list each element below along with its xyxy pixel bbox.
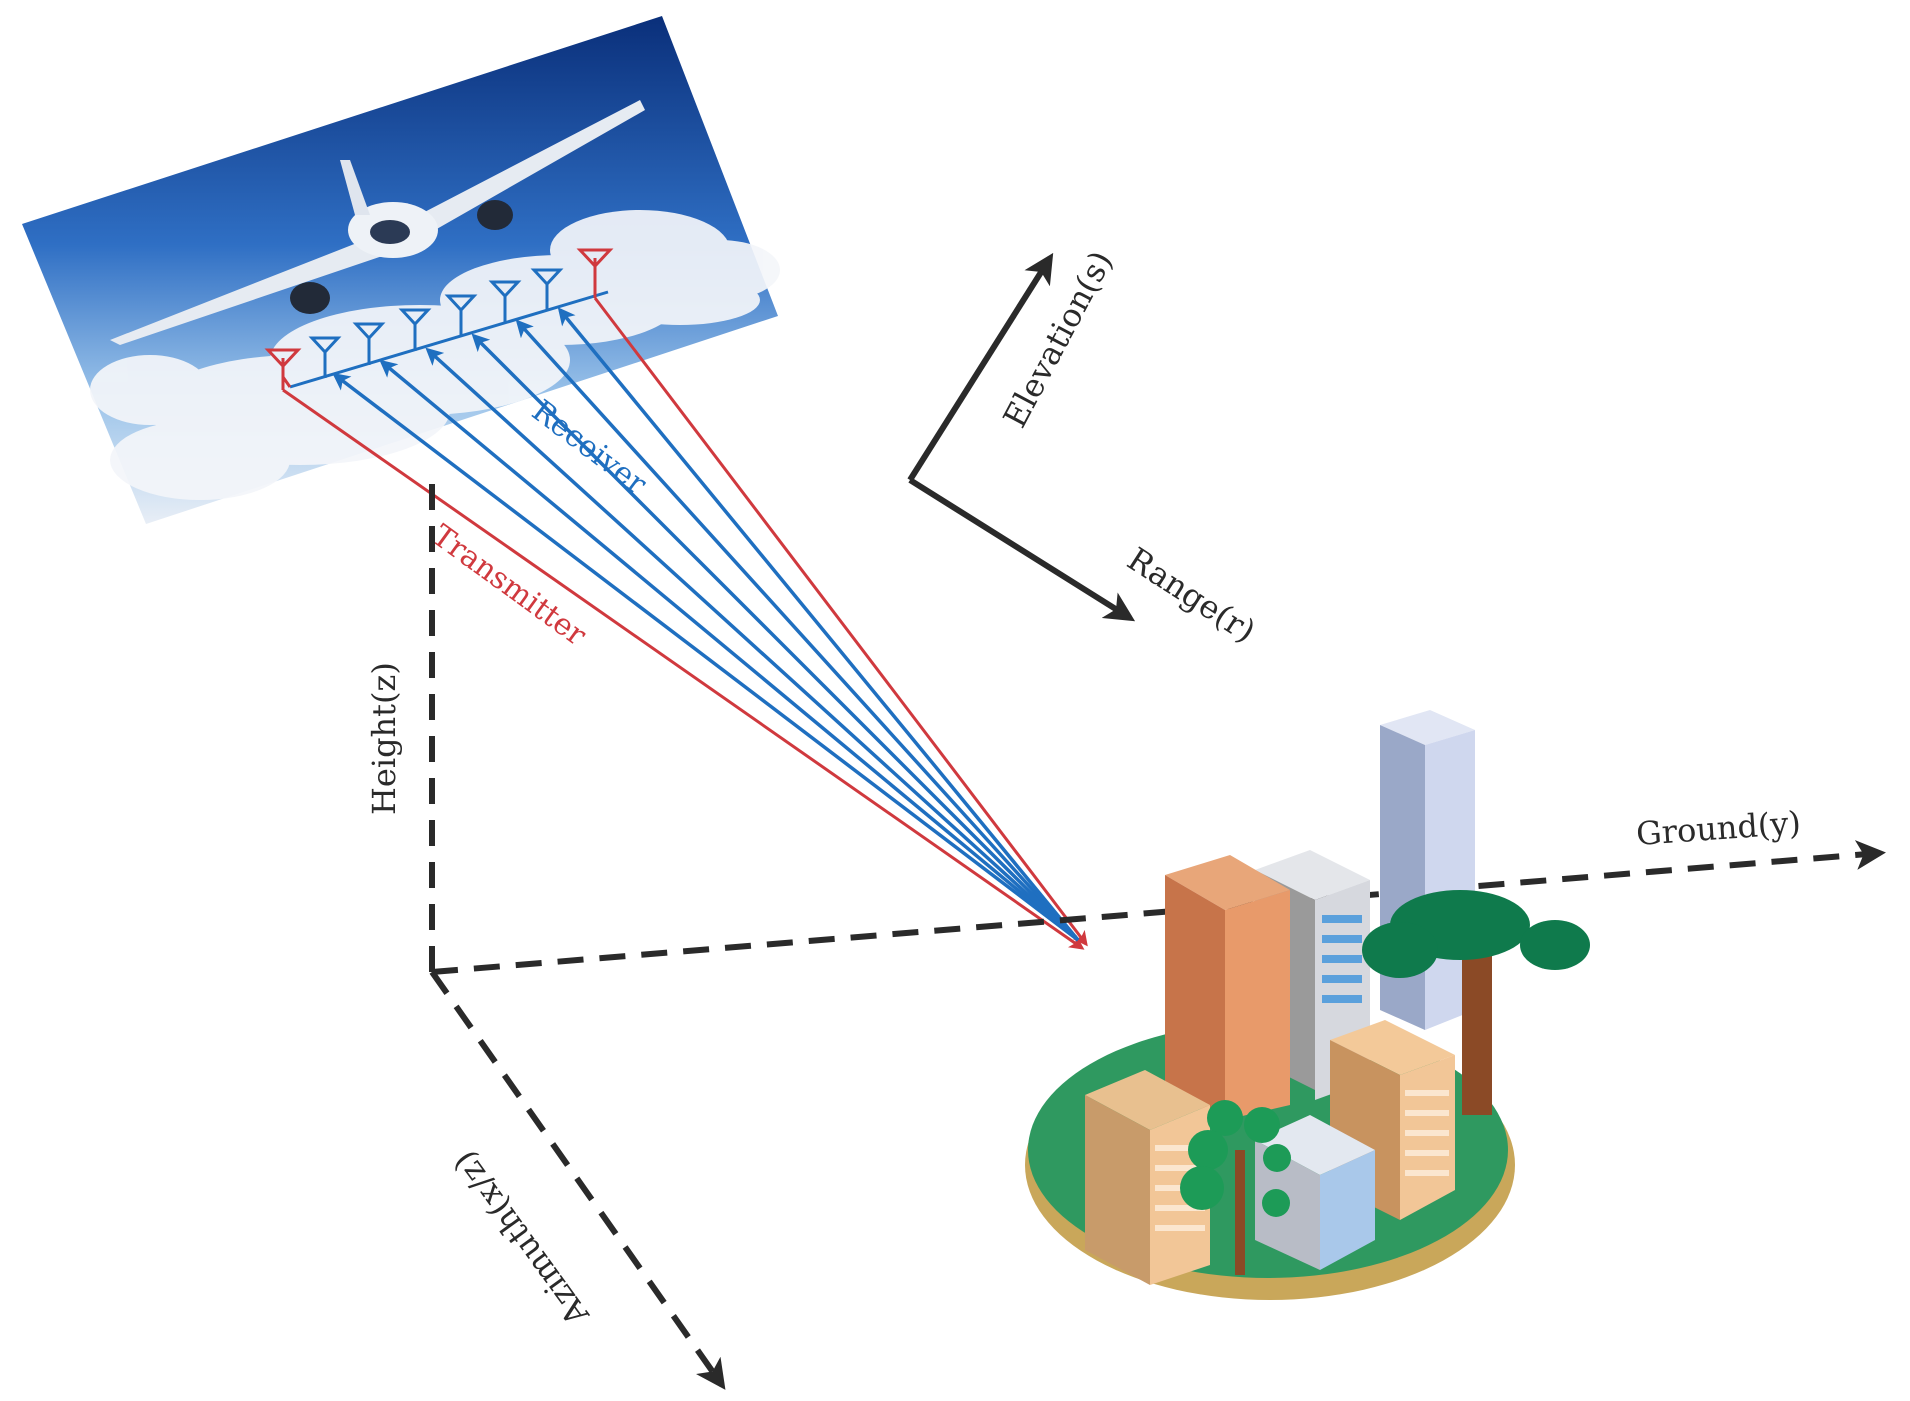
azimuth-label: Azimuth(x/z) (445, 1144, 597, 1333)
ground-label: Ground(y) (1635, 804, 1802, 853)
height-label: Height(z) (365, 662, 403, 815)
transmitter-label: Transmitter (425, 518, 593, 653)
antenna-icon (308, 268, 564, 378)
airplane-icon (110, 100, 645, 345)
receiver-beams (332, 307, 1080, 942)
receiver-array-bar (289, 290, 609, 389)
antenna-icon (264, 248, 614, 369)
elevation-label: Elevation(s) (996, 245, 1121, 434)
city-island-illustration (1025, 710, 1590, 1300)
elevation-range-axes (907, 252, 1136, 622)
ground-axes (429, 476, 1886, 1390)
airplane-photo (22, 16, 780, 524)
range-label: Range(r) (1121, 540, 1263, 650)
